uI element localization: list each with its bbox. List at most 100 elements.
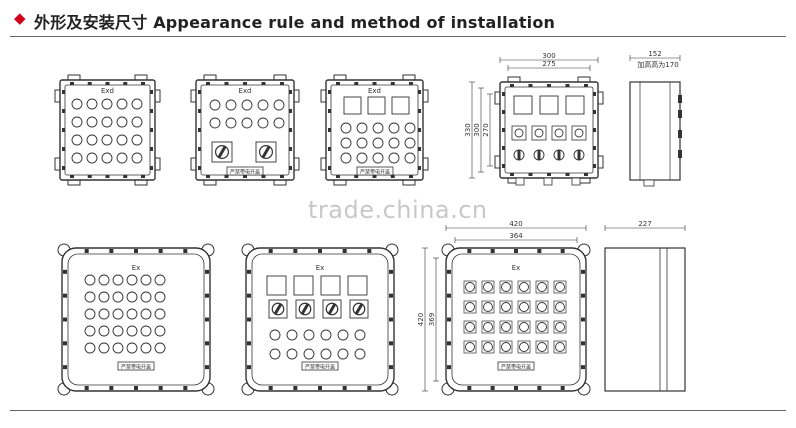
indicator-lamp: [404, 137, 416, 149]
meter-window: [293, 275, 314, 296]
selector-handle: [557, 150, 561, 160]
bolt-mark: [109, 386, 114, 390]
bolt-mark: [318, 249, 322, 253]
bolt-mark: [418, 147, 421, 151]
indicator-lamp: [209, 117, 221, 129]
dim-bottom-width-inner: 364: [454, 232, 578, 243]
bolt-mark: [409, 82, 413, 85]
side-bolt: [678, 150, 682, 158]
bolt-mark: [183, 386, 188, 390]
bolt-mark: [537, 386, 542, 390]
dimension-value: 364: [509, 232, 523, 240]
indicator-lamp: [86, 134, 98, 146]
bolt-mark: [243, 82, 247, 85]
bolt-mark: [63, 293, 67, 298]
bolt-mark: [150, 128, 153, 132]
bolt-mark: [593, 164, 596, 168]
bolt-mark: [289, 90, 292, 94]
control-button: [519, 342, 529, 352]
indicator-lamp: [154, 325, 166, 337]
bolt-mark: [389, 365, 393, 370]
bolt-mark: [198, 147, 201, 151]
bolt-mark: [467, 386, 472, 390]
bolt-mark: [565, 173, 570, 176]
bolt-mark: [389, 293, 393, 298]
indicator-lamp: [112, 325, 124, 337]
indicator-lamp: [303, 348, 315, 360]
bolt-mark: [105, 175, 110, 178]
bolt-mark: [389, 317, 393, 322]
control-button: [501, 322, 511, 332]
dimension-value: 420: [417, 313, 425, 326]
bolt-mark: [158, 386, 163, 390]
indicator-lamp: [86, 116, 98, 128]
indicator-lamp: [154, 342, 166, 354]
indicator-lamp: [320, 329, 332, 341]
bolt-mark: [593, 146, 596, 150]
bolt-mark: [510, 173, 514, 176]
knob-handle: [301, 303, 309, 315]
indicator-lamp: [126, 274, 138, 286]
page-title: 外形及安装尺寸 Appearance rule and method of in…: [34, 9, 555, 33]
dimension-value: 152: [648, 50, 661, 58]
diamond-bullet-icon: ◆: [14, 9, 26, 27]
meter-window: [347, 275, 368, 296]
dim-bottom-depth: 227: [604, 220, 686, 231]
bolt-mark: [198, 109, 201, 113]
indicator-lamp: [131, 152, 143, 164]
bolt-mark: [514, 386, 518, 390]
indicator-lamp: [257, 99, 269, 111]
control-button: [465, 282, 475, 292]
indicator-lamp: [86, 98, 98, 110]
bolt-mark: [84, 249, 89, 253]
cable-gland: [515, 177, 525, 186]
bolt-mark: [528, 173, 533, 176]
indicator-lamp: [273, 99, 285, 111]
indicator-lamp: [71, 116, 83, 128]
footer-divider: [10, 410, 786, 411]
indicator-lamp: [356, 122, 368, 134]
bolt-mark: [581, 317, 585, 322]
indicator-lamp: [241, 99, 253, 111]
enclosure-label: Ex: [316, 264, 325, 272]
enclosure-label: Exd: [368, 87, 381, 95]
side-gland: [643, 179, 655, 187]
bolt-mark: [418, 90, 421, 94]
bolt-mark: [502, 146, 505, 150]
indicator-lamp: [340, 137, 352, 149]
bolt-mark: [528, 84, 533, 87]
control-button: [537, 342, 547, 352]
indicator-lamp: [71, 152, 83, 164]
dim-top-width-inner: 275: [507, 60, 591, 71]
bolt-mark: [63, 341, 67, 346]
side-view-top: [629, 81, 682, 187]
dimension-value: 369: [428, 313, 436, 326]
dim-top-height-3: 270: [482, 93, 493, 167]
indicator-lamp: [388, 152, 400, 164]
bolt-mark: [389, 269, 393, 274]
bolt-mark: [205, 341, 209, 346]
pushbutton: [534, 128, 544, 138]
bolt-mark: [280, 175, 284, 178]
bolt-mark: [581, 365, 585, 370]
header: ◆ 外形及安装尺寸 Appearance rule and method of …: [0, 0, 796, 42]
bolt-mark: [105, 82, 110, 85]
bolt-mark: [418, 109, 421, 113]
bolt-mark: [447, 365, 451, 370]
indicator-lamp: [116, 152, 128, 164]
side-view-bottom: [604, 247, 686, 392]
dimension-value: 275: [542, 60, 555, 68]
indicator-lamp: [84, 342, 96, 354]
header-divider: [10, 36, 786, 37]
dim-top-height-1: 330: [464, 81, 475, 179]
indicator-lamp: [354, 329, 366, 341]
dimension-value: 420: [509, 220, 522, 228]
indicator-lamp: [116, 116, 128, 128]
dimension-value: 300: [542, 52, 555, 60]
bolt-mark: [247, 269, 251, 274]
indicator-lamp: [140, 342, 152, 354]
indicator-lamp: [241, 117, 253, 129]
bolt-mark: [367, 249, 372, 253]
control-button: [483, 282, 493, 292]
